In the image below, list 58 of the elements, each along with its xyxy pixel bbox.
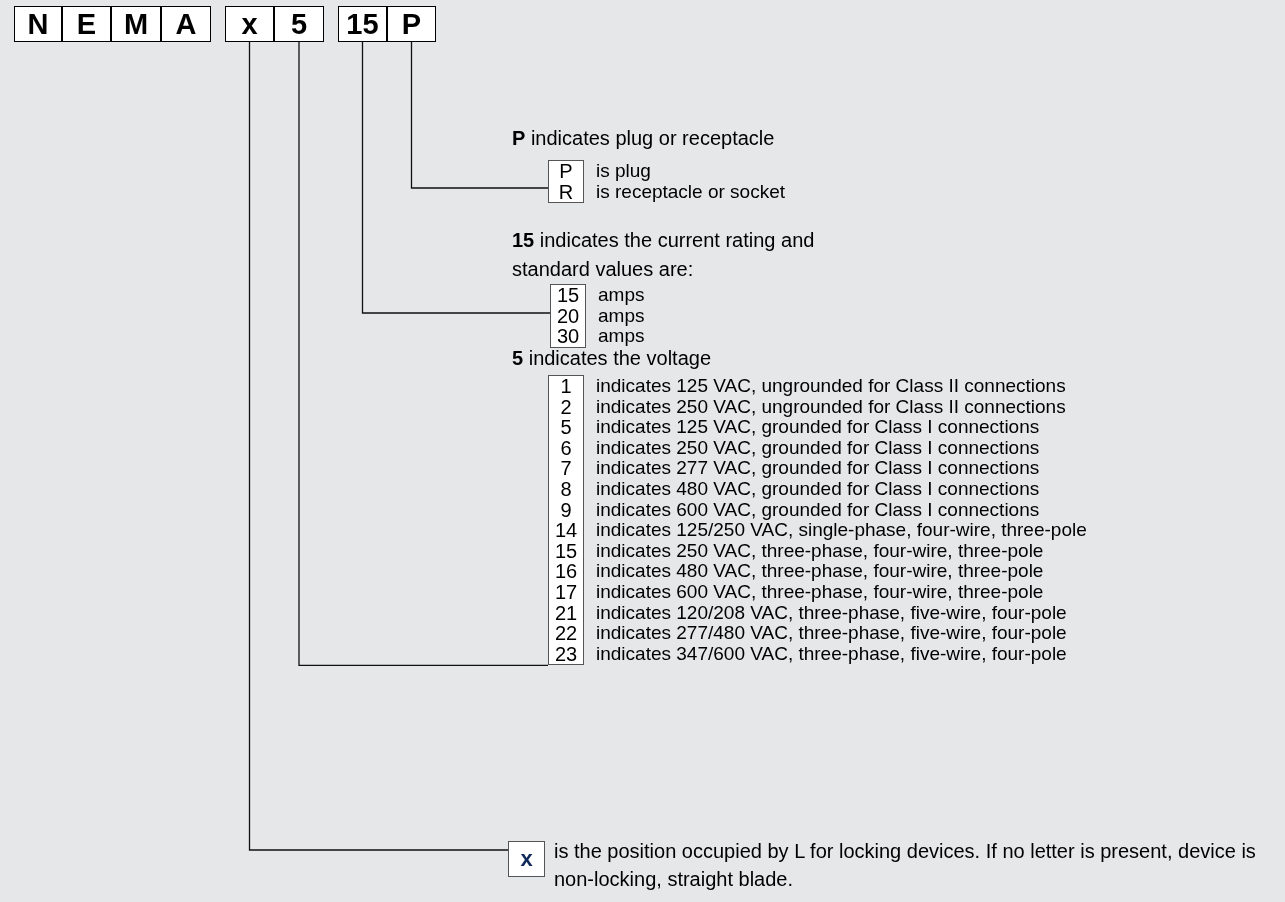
description-text: is the position occupied by L for locking devices. If no letter is present, device is non-locking, straight blade. — [554, 839, 1257, 892]
code-letter-box: 5 — [274, 6, 324, 42]
description-text: indicates 277/480 VAC, three-phase, five-wire, four-pole — [596, 623, 1067, 644]
code-value: 21 — [553, 602, 579, 624]
description-text: is plug — [596, 161, 651, 182]
code-value: 16 — [553, 561, 579, 582]
heading-text: 5 indicates the voltage — [512, 346, 713, 371]
code-value: 30 — [555, 326, 581, 347]
description-text: amps — [598, 305, 645, 327]
code-letter-box: E — [62, 6, 111, 42]
code-value: 14 — [553, 520, 579, 541]
code-value: 20 — [555, 305, 581, 327]
description-text: indicates 600 VAC, three-phase, four-wire, three-pole — [596, 582, 1044, 603]
code-list-box — [548, 375, 584, 666]
code-box: x — [508, 841, 545, 877]
code-letter-box: N — [14, 6, 62, 42]
description-text: indicates 120/208 VAC, three-phase, five-wire, four-pole — [596, 602, 1067, 624]
heading-text: 15 indicates the current rating and standard values are: — [512, 228, 816, 282]
code-value: 17 — [553, 581, 579, 603]
leader-line — [410, 41, 549, 189]
code-letter-box: M — [111, 6, 161, 42]
code-value: 5 — [559, 417, 573, 438]
description-text: indicates 480 VAC, grounded for Class I connections — [596, 479, 1040, 500]
code-value: 9 — [559, 499, 573, 521]
code-value: 8 — [559, 478, 573, 500]
description-text: amps — [598, 326, 645, 347]
description-text: indicates 277 VAC, grounded for Class I connections — [596, 458, 1040, 479]
description-text: indicates 250 VAC, ungrounded for Class II connections — [596, 396, 1066, 418]
code-list-box — [550, 284, 586, 348]
code-value: 22 — [553, 623, 579, 644]
leader-line — [361, 41, 551, 314]
code-letter-box: P — [387, 6, 436, 42]
code-value: 1 — [559, 376, 573, 397]
code-letter-box: 15 — [338, 6, 387, 42]
heading-text: P indicates plug or receptacle — [512, 126, 776, 151]
leader-line — [248, 41, 509, 851]
code-letter-box: x — [225, 6, 274, 42]
code-list-box — [548, 160, 584, 204]
code-value: 2 — [559, 396, 573, 418]
code-value: P — [558, 161, 574, 182]
description-text: indicates 250 VAC, grounded for Class I connections — [596, 437, 1040, 459]
description-text: indicates 125/250 VAC, single-phase, four-wire, three-pole — [596, 520, 1087, 541]
code-value: 15 — [553, 540, 579, 562]
leader-line — [298, 41, 549, 667]
code-value: 6 — [559, 437, 573, 459]
description-text: indicates 125 VAC, grounded for Class I connections — [596, 417, 1040, 438]
description-text: indicates 347/600 VAC, three-phase, five-wire, four-pole — [596, 643, 1067, 665]
description-text: indicates 250 VAC, three-phase, four-wire, three-pole — [596, 540, 1044, 562]
code-letter-box: A — [161, 6, 211, 42]
description-text: is receptacle or socket — [596, 181, 786, 203]
code-value: 23 — [553, 643, 579, 665]
code-value: 15 — [555, 285, 581, 306]
code-value: 7 — [559, 458, 573, 479]
description-text: amps — [598, 285, 645, 306]
description-text: indicates 600 VAC, grounded for Class I connections — [596, 499, 1040, 521]
description-text: indicates 125 VAC, ungrounded for Class II connections — [596, 376, 1066, 397]
description-text: indicates 480 VAC, three-phase, four-wire, three-pole — [596, 561, 1044, 582]
code-value: R — [557, 181, 575, 203]
